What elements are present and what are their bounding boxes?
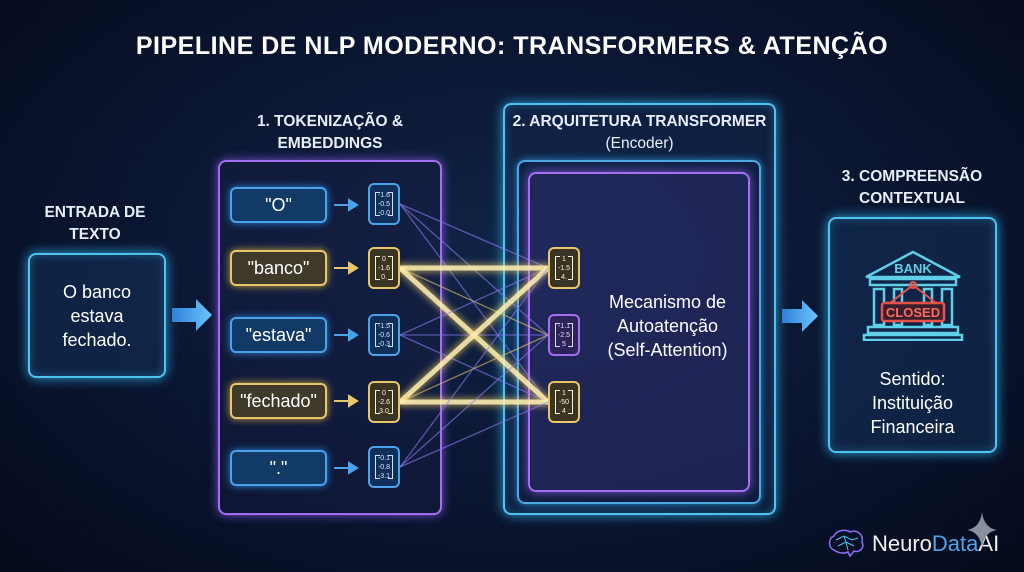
vector-value: 5	[562, 340, 566, 348]
comprehension-label-line: 3. COMPREENSÃO	[841, 168, 983, 185]
vector-value: 0.	[381, 273, 387, 281]
vector-value: 1	[562, 389, 566, 397]
encoder-panel	[517, 160, 761, 504]
logo-text: NeuroDataAI	[872, 531, 999, 557]
embedding-vector: -1.5-0.6-0.3	[368, 314, 400, 356]
logo-part: Data	[931, 531, 979, 556]
vector-value: 4	[562, 407, 566, 415]
embedding-vector: -1.6-0.5-0.0	[368, 183, 400, 225]
input-text-line: estava	[70, 305, 124, 326]
vector-value: -1.1	[557, 322, 571, 330]
token-box: "banco"	[230, 250, 327, 286]
vector-value: -0.6	[377, 331, 391, 339]
self-attention-line: Autoatenção	[616, 316, 719, 336]
page-title: PIPELINE DE NLP MODERNO: TRANSFORMERS & …	[135, 32, 889, 60]
vector-value: -0.5	[377, 200, 391, 208]
vector-value: -1.6	[377, 191, 391, 199]
embedding-vector: -0.1-0.8-3.1	[368, 446, 400, 488]
self-attention-line: (Self-Attention)	[607, 340, 728, 360]
self-attention-text: Mecanismo de Autoatenção (Self-Attention…	[585, 290, 750, 362]
transformer-label-line: (Encoder)	[605, 135, 674, 152]
tokenization-label-line: 1. TOKENIZAÇÃO &	[256, 113, 404, 130]
vector-value: -2.6	[377, 398, 391, 406]
meaning-text: Sentido: Instituição Financeira	[830, 367, 995, 439]
vector-value: -1.5	[557, 264, 571, 272]
attention-line	[399, 267, 549, 468]
vector-value: -1.6	[377, 264, 391, 272]
input-text-box: O banco estava fechado.	[28, 253, 166, 378]
vector-value: -0.0	[377, 209, 391, 217]
arrow-icon	[334, 261, 359, 275]
attention-line	[399, 334, 549, 468]
arrow-icon	[172, 299, 212, 331]
input-text-line: fechado.	[62, 329, 132, 350]
token-box: "estava"	[230, 317, 327, 353]
vector-value: 1	[562, 255, 566, 263]
token-box: "fechado"	[230, 383, 327, 419]
vector-value: -50	[558, 398, 570, 406]
input-text-line: O banco	[62, 281, 132, 302]
vector-value: -0.1	[377, 454, 391, 462]
attention-line	[399, 203, 549, 269]
vector-value: 3.0	[379, 407, 389, 415]
attention-line	[399, 401, 549, 468]
attention-line	[398, 266, 550, 404]
arrow-icon	[334, 394, 359, 408]
vector-value: -0.8	[377, 463, 391, 471]
vector-value: -0.3	[377, 340, 391, 348]
input-label-line: ENTRADA DE	[44, 204, 146, 221]
arrow-icon	[334, 328, 359, 342]
attention-line	[399, 203, 549, 403]
vector-value: -1.5	[377, 322, 391, 330]
svg-text:CLOSED: CLOSED	[886, 305, 940, 320]
comprehension-label: 3. COMPREENSÃO CONTEXTUAL	[822, 166, 1002, 210]
sparkle-icon	[967, 512, 997, 548]
self-attention-line: Mecanismo de	[608, 292, 727, 312]
attention-line	[399, 267, 549, 336]
comprehension-box: BANK CLOSED Sentido: Instituição Finance…	[828, 217, 997, 453]
tokenization-label-line: EMBEDDINGS	[277, 135, 383, 152]
meaning-line: Instituição	[871, 393, 954, 413]
vector-value: -2.5	[557, 331, 571, 339]
arrow-icon	[334, 198, 359, 212]
meaning-line: Financeira	[870, 417, 955, 437]
vector-value: 0	[382, 255, 386, 263]
input-label: ENTRADA DE TEXTO	[20, 202, 170, 246]
vector-value: 0	[382, 389, 386, 397]
vector-value: 4.	[561, 273, 567, 281]
logo-part: Neuro	[872, 531, 932, 556]
arrow-icon	[782, 300, 818, 332]
vector-value: -3.1	[377, 472, 391, 480]
token-box: "O"	[230, 187, 327, 223]
input-label-line: TEXTO	[69, 226, 121, 243]
meaning-line: Sentido:	[879, 369, 946, 389]
tokenization-label: 1. TOKENIZAÇÃO & EMBEDDINGS	[230, 111, 430, 155]
svg-text:BANK: BANK	[894, 261, 932, 276]
arrow-icon	[334, 461, 359, 475]
bank-closed-icon: BANK CLOSED	[862, 250, 964, 341]
token-box: "."	[230, 450, 327, 486]
transformer-label: 2. ARQUITETURA TRANSFORMER (Encoder)	[503, 111, 776, 155]
logo: NeuroDataAI	[826, 528, 999, 560]
comprehension-label-line: CONTEXTUAL	[859, 190, 965, 207]
brain-icon	[828, 529, 864, 558]
transformer-panel	[503, 103, 776, 515]
transformer-label-line: 2. ARQUITETURA TRANSFORMER	[512, 113, 767, 130]
